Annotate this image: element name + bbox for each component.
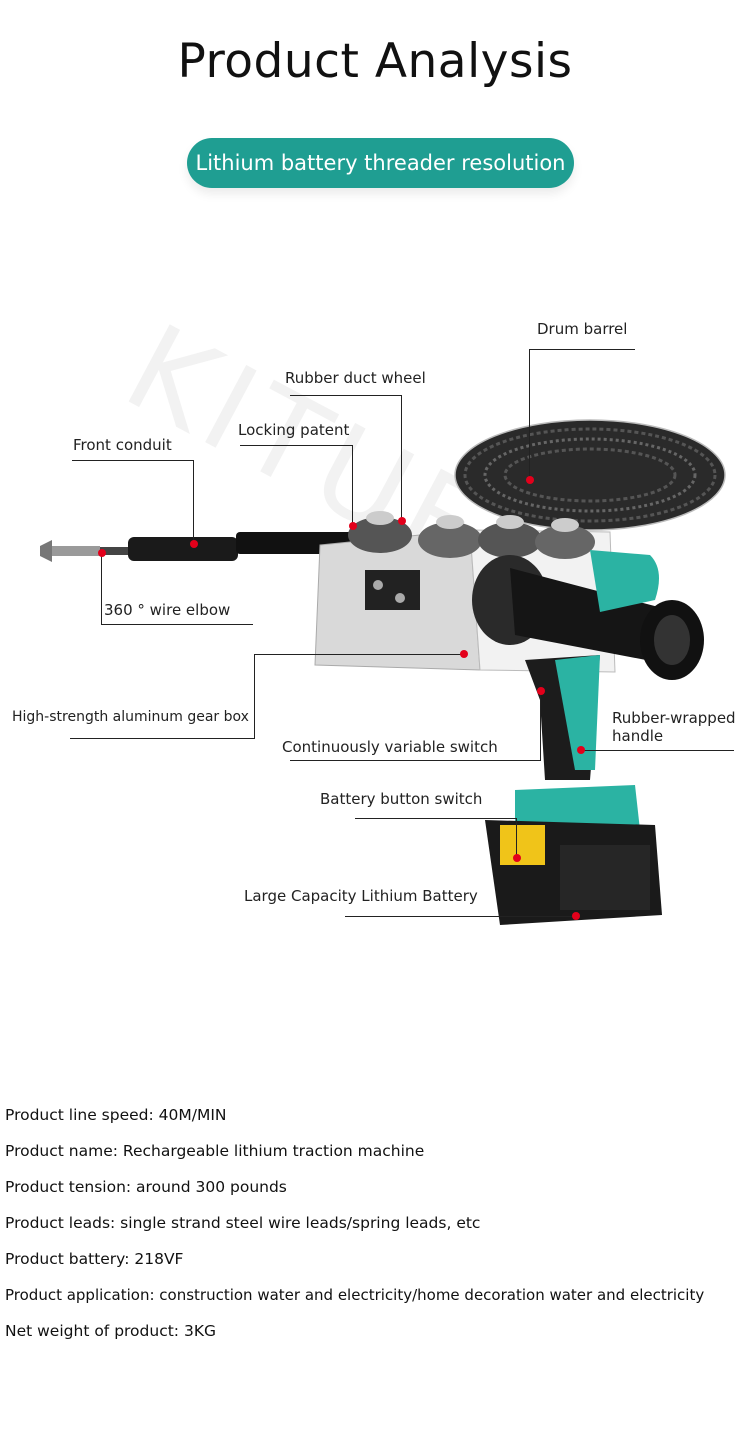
- callout-line-front-conduit: [72, 460, 194, 461]
- callout-line-variable-switch: [290, 760, 540, 761]
- callout-line-drum-barrel: [529, 349, 635, 350]
- label-rubber-handle-line1: Rubber-wrapped: [612, 709, 736, 727]
- label-battery-button: Battery button switch: [320, 790, 483, 808]
- label-rubber-duct-wheel: Rubber duct wheel: [285, 369, 426, 387]
- marker-battery-button: [513, 854, 521, 862]
- spec-battery: Product battery: 218VF: [5, 1250, 184, 1268]
- callout-line-front-conduit-vert: [193, 460, 194, 542]
- callout-line-rubber-handle: [580, 750, 734, 751]
- spec-line-speed: Product line speed: 40M/MIN: [5, 1106, 227, 1124]
- marker-front-conduit: [190, 540, 198, 548]
- label-variable-switch: Continuously variable switch: [282, 738, 498, 756]
- marker-wire-elbow: [98, 549, 106, 557]
- label-gear-box: High-strength aluminum gear box: [12, 709, 249, 725]
- callout-line-drum-barrel-vert: [529, 349, 530, 479]
- subtitle-badge: Lithium battery threader resolution: [187, 138, 574, 188]
- side-handle-graphic: [472, 555, 704, 680]
- callout-line-duct-wheel: [290, 395, 402, 396]
- callout-line-locking-patent: [240, 445, 353, 446]
- callout-line-lithium-battery: [345, 916, 575, 917]
- roller-wheels-graphic: [348, 511, 595, 559]
- marker-gear-box: [460, 650, 468, 658]
- spec-tension: Product tension: around 300 pounds: [5, 1178, 287, 1196]
- callout-line-battery-button-vert: [516, 818, 517, 858]
- label-lithium-battery: Large Capacity Lithium Battery: [244, 887, 478, 905]
- callout-line-gear-box: [254, 654, 464, 655]
- callout-line-wire-elbow-vert: [101, 553, 102, 625]
- drum-barrel-graphic: [454, 419, 726, 531]
- marker-variable-switch: [537, 687, 545, 695]
- spec-product-name: Product name: Rechargeable lithium tract…: [5, 1142, 425, 1160]
- marker-lithium-battery: [572, 912, 580, 920]
- label-wire-elbow: 360 ° wire elbow: [104, 601, 231, 619]
- front-conduit-graphic: [40, 532, 366, 562]
- marker-duct-wheel: [398, 517, 406, 525]
- label-rubber-handle-line2: handle: [612, 727, 664, 745]
- marker-locking-patent: [349, 522, 357, 530]
- battery-graphic: [485, 785, 662, 925]
- callout-line-duct-wheel-vert: [401, 395, 402, 520]
- spec-leads: Product leads: single strand steel wire …: [5, 1214, 481, 1232]
- label-drum-barrel: Drum barrel: [537, 320, 628, 338]
- spec-net-weight: Net weight of product: 3KG: [5, 1322, 216, 1340]
- marker-rubber-handle: [577, 746, 585, 754]
- label-front-conduit: Front conduit: [73, 436, 172, 454]
- spec-application: Product application: construction water …: [5, 1286, 705, 1304]
- callout-line-battery-button: [355, 818, 517, 819]
- page-title: Product Analysis: [177, 34, 573, 89]
- callout-line-wire-elbow: [101, 624, 253, 625]
- threader-machine-illustration: [40, 419, 726, 925]
- callout-line-variable-switch-vert: [540, 690, 541, 761]
- callout-line-gear-box-bottom: [70, 738, 255, 739]
- marker-drum-barrel: [526, 476, 534, 484]
- callout-line-gear-box-vert: [254, 654, 255, 738]
- callout-line-locking-patent-vert: [352, 445, 353, 525]
- label-locking-patent: Locking patent: [238, 421, 350, 439]
